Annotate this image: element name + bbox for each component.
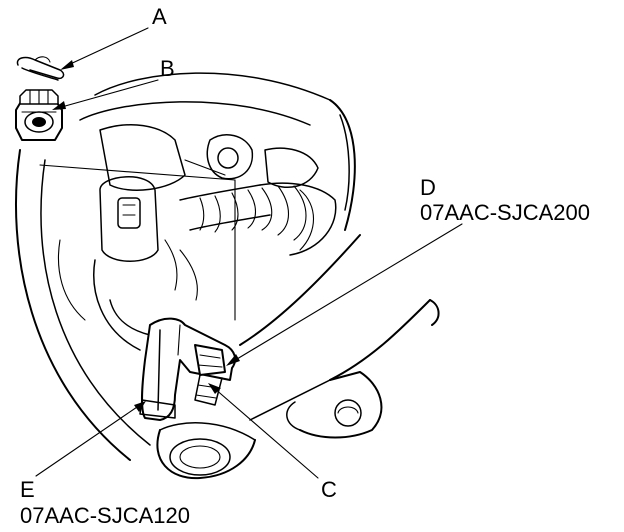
ball-joint-remover-tool (139, 317, 237, 421)
knuckle-assembly (15, 72, 356, 461)
cotter-pin-part (16, 56, 65, 81)
leader-lines (35, 27, 463, 479)
callout-letter-b: B (160, 56, 175, 81)
callout-letter-d: D (420, 175, 436, 200)
cv-boot (164, 182, 337, 301)
callout-part-number-d: 07AAC-SJCA200 (420, 200, 590, 225)
callout-letter-c: C (321, 477, 337, 502)
callout-letter-a: A (152, 4, 167, 29)
castle-nut-part (15, 89, 63, 141)
callout-labels: A B D 07AAC-SJCA200 C E 07AAC-SJCA120 (20, 4, 590, 528)
callout-letter-e: E (20, 477, 35, 502)
lower-control-arm (156, 234, 440, 480)
callout-part-number-e: 07AAC-SJCA120 (20, 503, 190, 528)
